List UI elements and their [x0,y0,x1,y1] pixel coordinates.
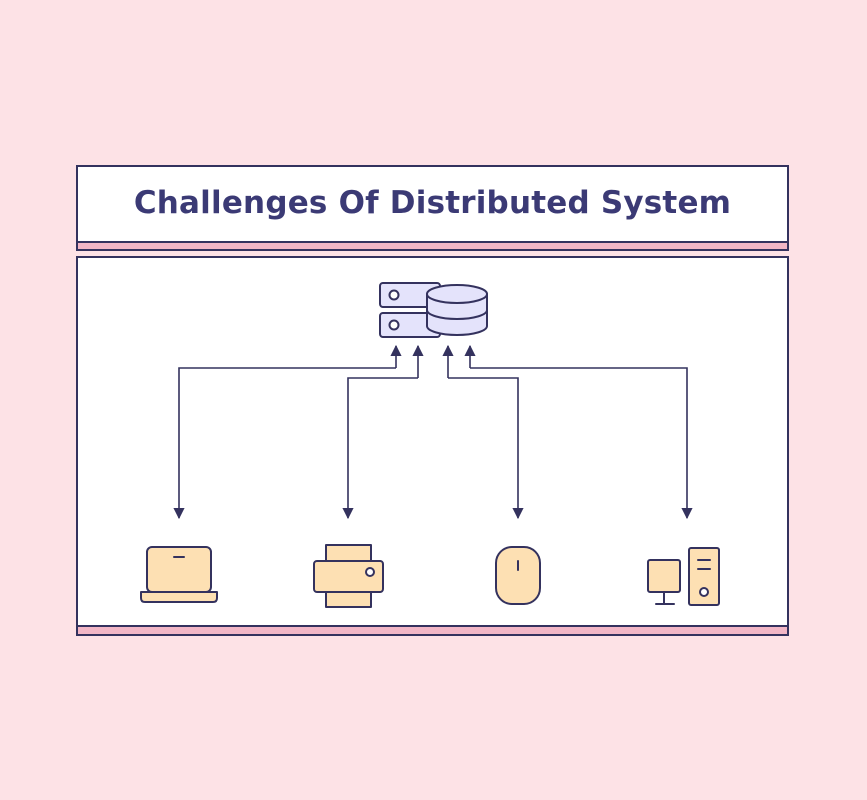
mouse-icon [495,546,541,605]
connectors [173,344,693,520]
desktop-computer-icon [647,547,720,606]
page-title: Challenges Of Distributed System [133,185,732,221]
connector-laptop [173,344,402,520]
connector-printer [342,344,424,520]
laptop-icon [140,546,218,603]
connector-mouse [442,344,524,520]
printer-icon [313,544,384,608]
database-server-icon [379,282,488,338]
connector-desktop [464,344,693,520]
title-card: Challenges Of Distributed System [76,165,789,251]
diagram-card-accent-strip [78,625,787,634]
title-card-accent-strip [78,241,787,249]
